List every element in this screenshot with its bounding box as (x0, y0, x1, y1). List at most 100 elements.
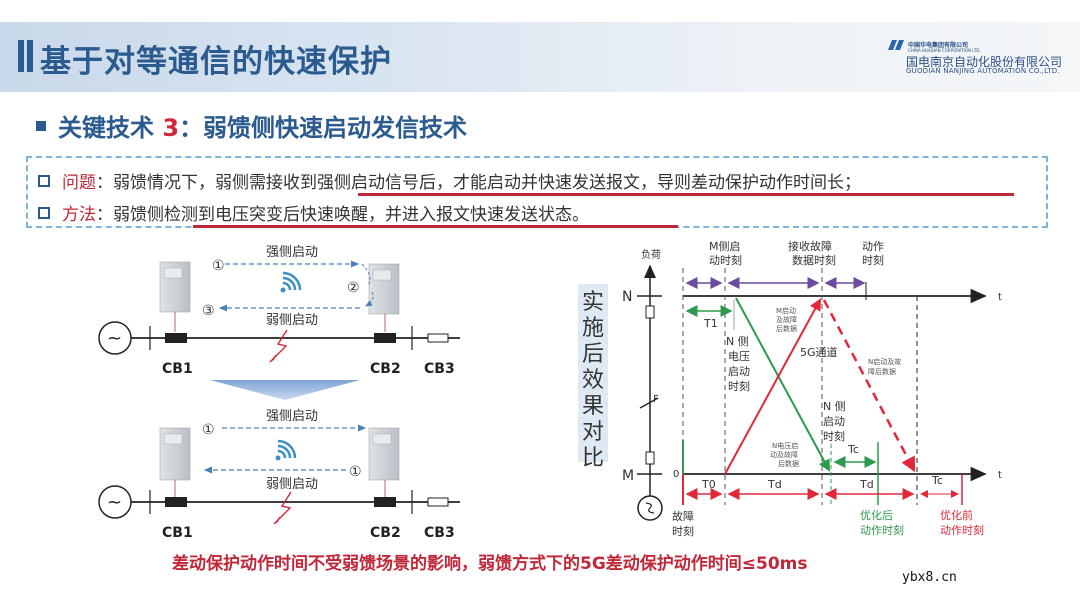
svg-text:动及故障: 动及故障 (770, 450, 798, 459)
svg-text:强侧启动: 强侧启动 (266, 409, 318, 424)
watermark: ybx8.cn (902, 570, 957, 585)
svg-text:优化后: 优化后 (860, 508, 893, 522)
problem-key: 问题 (62, 173, 96, 193)
svg-text:电压: 电压 (728, 350, 750, 363)
timing-diagram-svg: 负荷 N F M t t 0 M侧启 动时刻 接收故障 数据时刻 动作 时刻 (622, 239, 1002, 538)
svg-text:Tc: Tc (931, 474, 943, 487)
svg-text:CB3: CB3 (424, 361, 455, 377)
section-subtitle: 关键技术 3：弱馈侧快速启动发信技术 (36, 108, 467, 143)
svg-text:t: t (998, 470, 1002, 481)
breaker-cb2-icon (374, 333, 396, 343)
svg-text:弱侧启动: 弱侧启动 (266, 477, 318, 492)
svg-text:M侧启: M侧启 (709, 240, 741, 253)
timing-comparison-diagram: 实施后效果对比 负荷 N F M t t 0 (570, 234, 1070, 554)
header-banner (0, 22, 1080, 92)
svg-text:负荷: 负荷 (641, 248, 661, 261)
method-underline (193, 225, 678, 228)
method-line: 方法：弱馈侧检测到电压突变后快速唤醒，并进入报文快速发送状态。 (38, 200, 589, 225)
wireless-signal-icon (280, 271, 302, 293)
svg-text:动作时刻: 动作时刻 (860, 523, 904, 537)
svg-text:时刻: 时刻 (862, 253, 884, 267)
company-logo: 中国华电集团有限公司 CHINA HUADIAN CORPORATION LTD… (888, 38, 1068, 78)
svg-text:CB1: CB1 (162, 361, 193, 377)
svg-text:N: N (622, 289, 632, 305)
n-data-dashed-line (822, 299, 916, 473)
svg-text:动作时刻: 动作时刻 (940, 523, 984, 537)
svg-text:时刻: 时刻 (823, 429, 845, 443)
problem-method-box: 问题：弱馈情况下，弱侧需接收到强侧启动信号后，才能启动并快速发送报文，导则差动保… (26, 156, 1048, 228)
subtitle-number: 3 (162, 114, 180, 142)
title-accent-bar (18, 40, 24, 72)
bullet-square-icon (36, 121, 46, 131)
svg-text:弱侧启动: 弱侧启动 (266, 313, 318, 328)
title-accent-bar (27, 40, 33, 72)
checkbox-bullet-icon (38, 207, 50, 219)
fault-lightning-icon (269, 329, 288, 363)
wireless-signal-icon (275, 439, 297, 461)
m-data-line (724, 298, 821, 475)
transition-arrow-icon (210, 380, 360, 400)
svg-text:T1: T1 (703, 317, 718, 330)
svg-text:动作: 动作 (862, 240, 884, 253)
svg-text:Td: Td (767, 478, 782, 491)
svg-text:CB2: CB2 (370, 361, 401, 377)
problem-line: 问题：弱馈情况下，弱侧需接收到强侧启动信号后，才能启动并快速发送报文，导则差动保… (38, 168, 861, 193)
checkbox-bullet-icon (38, 175, 50, 187)
bottom-scenario: ① 强侧启动 ① 弱侧启动 ~ CB1 CB2 CB3 (98, 409, 460, 541)
problem-text: ：弱馈情况下，弱侧需接收到强侧启动信号后，才能启动并快速发送报文，导则差动保护动… (96, 173, 861, 193)
svg-text:优化前: 优化前 (940, 508, 973, 522)
logo-company-cn: 国电南京自动化股份有限公司 (906, 55, 1063, 69)
logo-group-en: CHINA HUADIAN CORPORATION LTD. (908, 48, 981, 53)
svg-text:Tc: Tc (847, 443, 859, 456)
breaker-n-icon (645, 305, 655, 319)
svg-text:T0: T0 (701, 478, 716, 491)
svg-text:CB3: CB3 (424, 525, 455, 541)
breaker-m-icon (645, 451, 655, 465)
svg-text:时刻: 时刻 (728, 379, 750, 393)
svg-text:~: ~ (107, 492, 122, 513)
problem-underline (358, 193, 1014, 196)
svg-text:②: ② (347, 280, 360, 296)
page-title: 基于对等通信的快速保护 (40, 44, 392, 80)
svg-text:5G通道: 5G通道 (800, 345, 838, 359)
svg-text:t: t (998, 292, 1002, 303)
svg-text:CB2: CB2 (370, 525, 401, 541)
svg-text:数据时刻: 数据时刻 (792, 253, 836, 267)
vertical-label: 实施后效果对比 (578, 284, 608, 471)
svg-text:障后数据: 障后数据 (868, 367, 896, 376)
breaker-cb3-icon (427, 497, 449, 507)
svg-text:后数据: 后数据 (778, 459, 799, 468)
svg-text:启动: 启动 (728, 365, 750, 378)
system-diagram-svg: ① 强侧启动 ② ③ 弱侧启动 ~ CB1 (98, 245, 460, 541)
svg-text:N启动及故: N启动及故 (868, 357, 901, 366)
svg-text:Td: Td (859, 478, 874, 491)
svg-text:F: F (653, 394, 659, 405)
breaker-cb1-icon (165, 333, 187, 343)
svg-text:动时刻: 动时刻 (709, 253, 742, 267)
subtitle-suffix: ：弱馈侧快速启动发信技术 (179, 114, 468, 142)
svg-text:N 侧: N 侧 (823, 400, 846, 413)
svg-text:~: ~ (107, 328, 122, 349)
svg-text:①: ① (212, 258, 225, 274)
svg-text:CB1: CB1 (162, 525, 193, 541)
logo-mark-icon (888, 40, 904, 50)
svg-text:N 侧: N 侧 (726, 335, 749, 348)
n-voltage-data-line (735, 297, 830, 472)
method-key: 方法 (62, 205, 96, 225)
svg-text:0: 0 (673, 469, 679, 480)
fault-lightning-icon (273, 491, 292, 525)
svg-text:①: ① (202, 422, 215, 438)
fault-mark-icon (639, 397, 659, 409)
logo-group-cn: 中国华电集团有限公司 (908, 42, 969, 49)
subtitle-prefix: 关键技术 (58, 114, 163, 142)
svg-text:故障: 故障 (672, 509, 694, 523)
breaker-cb3-icon (427, 333, 449, 343)
breaker-cb2-icon (374, 497, 396, 507)
svg-text:③: ③ (202, 303, 215, 319)
svg-text:启动: 启动 (823, 415, 845, 428)
breaker-cb1-icon (165, 497, 187, 507)
svg-text:接收故障: 接收故障 (788, 239, 832, 253)
svg-text:N电压启: N电压启 (772, 441, 798, 450)
svg-text:M: M (622, 468, 634, 484)
svg-text:时刻: 时刻 (672, 524, 694, 538)
